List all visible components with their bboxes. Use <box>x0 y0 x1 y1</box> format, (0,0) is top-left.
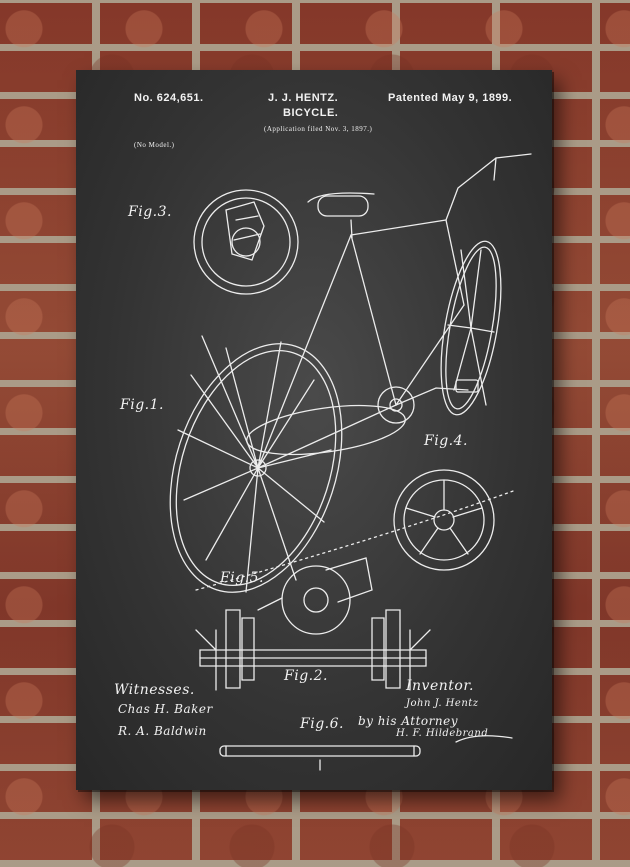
patent-title: BICYCLE. <box>283 107 339 119</box>
inventor-name: J. J. HENTZ. <box>268 92 339 104</box>
witness-1-signature: Chas H. Baker <box>118 702 213 716</box>
patent-date: Patented May 9, 1899. <box>388 92 513 104</box>
patent-drawing <box>76 70 552 790</box>
figure-1-label: Fig.1. <box>120 397 164 413</box>
fig3-sprocket-drawing <box>194 190 298 294</box>
application-date: (Application filed Nov. 3, 1897.) <box>264 125 373 133</box>
signature-flourish <box>456 736 512 742</box>
patent-poster: No. 624,651. J. J. HENTZ. BICYCLE. Paten… <box>76 70 552 790</box>
figure-3-label: Fig.3. <box>128 204 172 220</box>
fig4-sprocket-drawing <box>394 470 494 570</box>
fig2-axle-drawing <box>196 610 430 690</box>
figure-2-label: Fig.2. <box>284 668 328 684</box>
model-note: (No Model.) <box>134 141 175 149</box>
fig6-shaft-drawing <box>220 746 420 770</box>
bicycle-frame-drawing <box>258 154 531 468</box>
rear-wheel-drawing <box>140 322 371 615</box>
chain-crank-drawing <box>244 380 478 463</box>
witnesses-label: Witnesses. <box>114 682 195 698</box>
witness-2-signature: R. A. Baldwin <box>118 724 207 738</box>
inventor-signature: John J. Hentz <box>406 698 479 709</box>
attorney-signature: H. F. Hildebrand <box>396 728 489 739</box>
fig5-detail-drawing <box>258 558 372 634</box>
ground-shading <box>196 490 516 590</box>
figure-4-label: Fig.4. <box>424 433 468 449</box>
figure-6-label: Fig.6. <box>300 716 344 732</box>
patent-number: No. 624,651. <box>134 92 204 104</box>
attorney-label: by his Attorney <box>358 714 458 728</box>
inventor-label: Inventor. <box>406 678 474 694</box>
